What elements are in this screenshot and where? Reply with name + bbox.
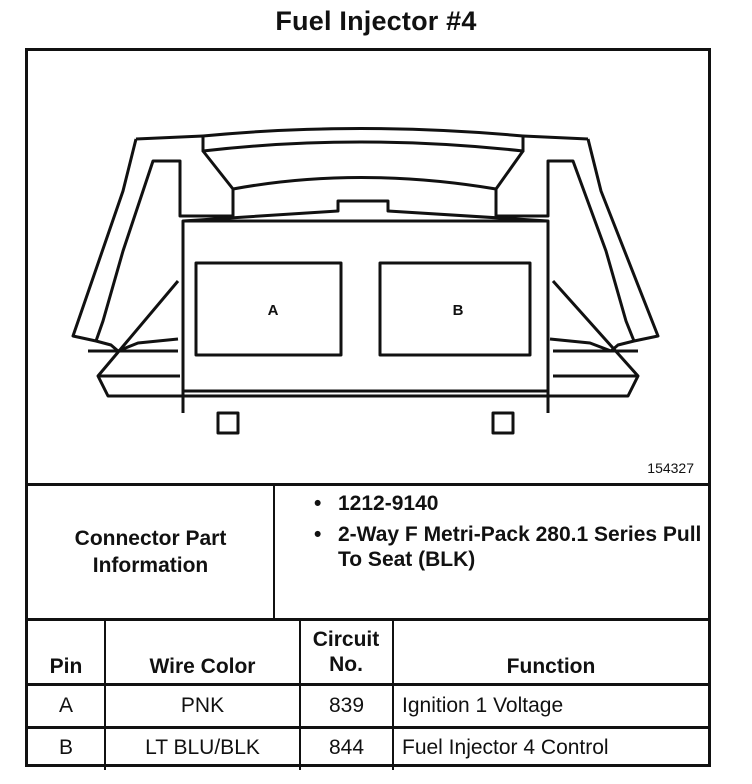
header-circuit-no: Circuit No. — [312, 628, 380, 676]
divider-part-info-vertical — [273, 483, 275, 618]
key-tab — [182, 199, 549, 223]
divider-col-circuit — [392, 618, 394, 770]
connector-sheet: A B 154327 Connector Part Information 12… — [25, 48, 711, 770]
row-b-function: Fuel Injector 4 Control — [402, 736, 609, 759]
housing-base-steps — [88, 349, 638, 378]
divider-diagram — [28, 483, 708, 486]
terminal-block — [181, 219, 550, 393]
cavity-a-label: A — [268, 302, 279, 319]
part-description: 2-Way F Metri-Pack 280.1 Series Pull To … — [296, 522, 706, 572]
cavity-b-label: B — [453, 302, 464, 319]
row-a-function: Ignition 1 Voltage — [402, 694, 564, 717]
row-b-pin: B — [58, 736, 73, 759]
connector-face-drawing: A B — [71, 127, 660, 435]
connector-part-info-label: Connector Part Information — [74, 527, 227, 577]
housing-base-wedge — [96, 279, 640, 398]
row-a-circuit: 839 — [328, 694, 365, 717]
row-b-circuit: 844 — [328, 736, 365, 759]
divider-col-wire — [299, 618, 301, 770]
divider-part-info — [28, 618, 708, 621]
connector-part-info-list: 1212-9140 2-Way F Metri-Pack 280.1 Serie… — [296, 491, 706, 578]
row-a-pin: A — [58, 694, 73, 717]
part-number: 1212-9140 — [296, 491, 706, 516]
cavity-a — [194, 261, 343, 357]
housing-top-arch — [201, 127, 525, 153]
housing-band — [232, 176, 497, 191]
left-foot — [216, 411, 240, 435]
row-a-wire-color: PNK — [180, 694, 225, 717]
header-function: Function — [506, 655, 596, 678]
row-b-wire-color: LT BLU/BLK — [145, 736, 260, 759]
header-wire-color: Wire Color — [149, 655, 256, 678]
cavity-b — [378, 261, 532, 357]
divider-row-a — [28, 726, 708, 729]
page-title: Fuel Injector #4 — [275, 6, 477, 36]
divider-col-pin — [104, 618, 106, 770]
connector-diagram: A B 154327 — [28, 51, 708, 483]
header-pin: Pin — [49, 655, 83, 678]
right-foot — [491, 411, 515, 435]
divider-header — [28, 683, 708, 686]
figure-number: 154327 — [647, 460, 694, 476]
left-latch-arm — [71, 134, 235, 353]
